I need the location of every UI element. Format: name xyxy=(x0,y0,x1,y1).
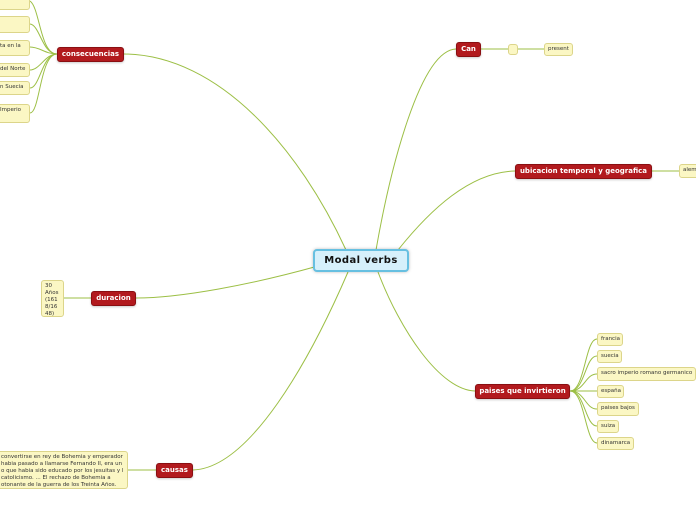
branch-can[interactable]: Can xyxy=(456,42,481,57)
branch-consecuencias[interactable]: consecuencias xyxy=(57,47,124,62)
paises-leaf-espana[interactable]: españa xyxy=(597,385,624,398)
paises-leaf-dinamarca[interactable]: dinamarca xyxy=(597,437,634,450)
consecuencias-leaf-3[interactable]: ta en la xyxy=(0,40,30,56)
consecuencias-leaf-2[interactable] xyxy=(0,16,30,33)
central-topic[interactable]: Modal verbs xyxy=(313,249,409,272)
paises-leaf-suecia[interactable]: suecia xyxy=(597,350,622,363)
consecuencias-leaf-5[interactable]: n Suecia xyxy=(0,81,30,95)
consecuencias-leaf-4[interactable]: del Norte xyxy=(0,63,30,77)
consecuencias-leaf-6[interactable]: Imperio xyxy=(0,104,30,123)
branch-causas[interactable]: causas xyxy=(156,463,193,478)
branch-ubicacion[interactable]: ubicacion temporal y geografica xyxy=(515,164,652,179)
paises-leaf-suiza[interactable]: suiza xyxy=(597,420,619,433)
ubicacion-leaf[interactable]: alem xyxy=(679,164,696,178)
paises-leaf-paises-bajos[interactable]: paises bajos xyxy=(597,402,639,416)
paises-leaf-francia[interactable]: francia xyxy=(597,333,623,346)
paises-leaf-sacro-imperio[interactable]: sacro imperio romano germanico xyxy=(597,367,696,381)
can-leaf-empty[interactable] xyxy=(508,44,518,55)
consecuencias-leaf-1[interactable] xyxy=(0,0,30,10)
can-leaf-present[interactable]: present xyxy=(544,43,573,56)
duracion-leaf[interactable]: 30 Años (161 8/16 48) xyxy=(41,280,64,317)
branch-duracion[interactable]: duracion xyxy=(91,291,136,306)
causas-leaf[interactable]: convertirse en rey de Bohemia y emperado… xyxy=(0,451,128,489)
branch-paises[interactable]: paises que invirtieron xyxy=(475,384,570,399)
